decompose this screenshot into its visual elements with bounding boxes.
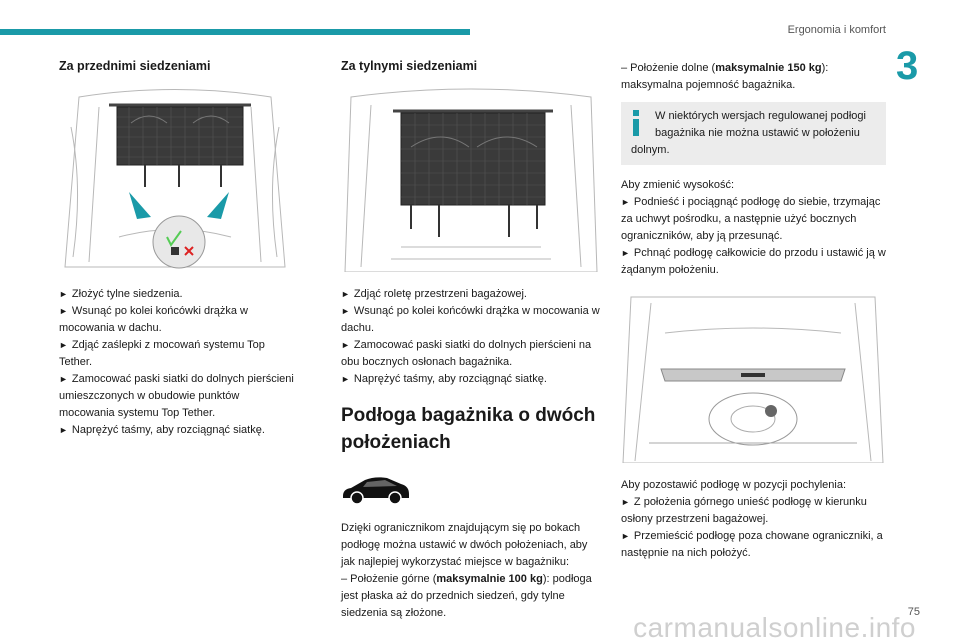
list-item: ►Wsunąć po kolei końcówki drążka w mocow… bbox=[59, 305, 248, 334]
list-item: ►Pchnąć podłogę całkowicie do przodu i u… bbox=[621, 247, 886, 276]
watermark: carmanualsonline.info bbox=[633, 612, 916, 640]
arrow-icon: ► bbox=[59, 425, 68, 435]
arrow-icon: ► bbox=[341, 289, 350, 299]
list-item: ►Naprężyć taśmy, aby rozciągnąć siatkę. bbox=[341, 373, 547, 385]
list-item: ►Naprężyć taśmy, aby rozciągnąć siatkę. bbox=[59, 424, 265, 436]
section-title: Ergonomia i komfort bbox=[787, 24, 886, 36]
cargo-net-rear-illustration bbox=[341, 87, 601, 272]
change-height-intro: Aby zmienić wysokość: bbox=[621, 179, 735, 191]
list-rear-seats: ►Zdjąć roletę przestrzeni bagażowej. ►Ws… bbox=[341, 286, 603, 388]
arrow-icon: ► bbox=[621, 497, 630, 507]
arrow-icon: ► bbox=[621, 248, 630, 258]
list-front-seats: ►Złożyć tylne siedzenia. ►Wsunąć po kole… bbox=[59, 286, 297, 439]
heading-trunk-floor: Podłoga bagażnika o dwóch położeniach bbox=[341, 405, 596, 453]
list-item: ►Zdjąć zaślepki z mocowań systemu Top Te… bbox=[59, 339, 265, 368]
cargo-net-front-illustration bbox=[59, 87, 291, 272]
page-number: 75 bbox=[907, 606, 920, 618]
info-icon bbox=[631, 110, 641, 136]
arrow-icon: ► bbox=[341, 340, 350, 350]
arrow-icon: ► bbox=[341, 306, 350, 316]
header-accent-bar bbox=[0, 29, 470, 35]
arrow-icon: ► bbox=[59, 340, 68, 350]
list-item: ►Przemieścić podłogę poza chowane ograni… bbox=[621, 530, 883, 559]
arrow-icon: ► bbox=[621, 197, 630, 207]
arrow-icon: ► bbox=[59, 374, 68, 384]
info-box: W niektórych wersjach regulowanej podłog… bbox=[621, 102, 886, 165]
arrow-icon: ► bbox=[341, 374, 350, 384]
arrow-icon: ► bbox=[621, 531, 630, 541]
list-item: ►Zdjąć roletę przestrzeni bagażowej. bbox=[341, 288, 527, 300]
car-silhouette-icon bbox=[341, 472, 411, 506]
info-text: W niektórych wersjach regulowanej podłog… bbox=[631, 110, 866, 156]
tilt-intro: Aby pozostawić podłogę w pozycji pochyle… bbox=[621, 479, 847, 491]
trunk-floor-intro: Dzięki ogranicznikom znajdującym się po … bbox=[341, 522, 588, 568]
list-item: ►Zamocować paski siatki do dolnych pierś… bbox=[341, 339, 592, 368]
list-item: ►Zamocować paski siatki do dolnych pierś… bbox=[59, 373, 294, 419]
list-item: ►Wsunąć po kolei końcówki drążka w mocow… bbox=[341, 305, 600, 334]
list-item: ►Z położenia górnego unieść podłogę w ki… bbox=[621, 496, 867, 525]
trunk-floor-illustration bbox=[621, 293, 885, 463]
list-item: ►Podnieść i pociągnąć podłogę do siebie,… bbox=[621, 196, 881, 242]
arrow-icon: ► bbox=[59, 289, 68, 299]
chapter-number: 3 bbox=[896, 44, 919, 88]
heading-rear-seats: Za tylnymi siedzeniami bbox=[341, 59, 478, 73]
upper-position-text: – Położenie górne (maksymalnie 100 kg): … bbox=[341, 573, 592, 619]
column-front-seats: Za przednimi siedzeniami ►Złożyć bbox=[59, 58, 297, 439]
heading-front-seats: Za przednimi siedzeniami bbox=[59, 59, 211, 73]
list-item: ►Złożyć tylne siedzenia. bbox=[59, 288, 183, 300]
arrow-icon: ► bbox=[59, 306, 68, 316]
column-trunk-floor: – Położenie dolne (maksymalnie 150 kg): … bbox=[621, 60, 886, 562]
column-rear-seats: Za tylnymi siedzeniami ►Zdjąć roletę prz… bbox=[341, 58, 603, 622]
lower-position-text: – Położenie dolne (maksymalnie 150 kg): … bbox=[621, 62, 829, 91]
